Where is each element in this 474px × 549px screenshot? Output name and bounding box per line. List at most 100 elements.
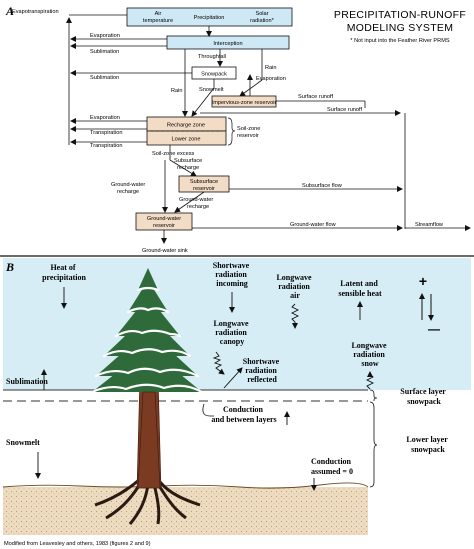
longwave-air-squiggle xyxy=(290,303,300,329)
title-line-2: MODELING SYSTEM xyxy=(347,22,454,34)
shortwave-reflected-line-1: Shortwave xyxy=(243,357,280,366)
evaporation-top-label: Evaporation xyxy=(90,33,120,39)
tree-foliage-6 xyxy=(92,348,202,392)
soil-zone-reservoir-label-2: reservoir xyxy=(237,133,259,139)
credit-line: Modified from Leavesley and others, 1983… xyxy=(4,541,151,547)
plus-sign: + xyxy=(419,273,427,289)
impervious-zone-box xyxy=(211,95,277,108)
input-solar-radiation-2: radiation* xyxy=(250,18,274,24)
subsurface-recharge-label-2: recharge xyxy=(177,165,199,171)
shortwave-reflected-line-3: reflected xyxy=(247,375,277,384)
heat-of-precipitation-line-2: precipitation xyxy=(42,273,86,282)
longwave-snow-label: Longwave radiation snow xyxy=(351,341,388,368)
layer-brace xyxy=(369,389,378,488)
input-air-temperature-1: Air xyxy=(155,11,162,17)
transpiration-2-label: Transpiration xyxy=(90,143,122,149)
impervious-zone-label: Impervious-zone reservoir xyxy=(212,100,277,106)
evaporation-soil-label: Evaporation xyxy=(90,115,120,121)
subsurface-reservoir-label-1: Subsurface xyxy=(190,179,218,185)
snowmelt-label: Snowmelt xyxy=(199,87,224,93)
evaporation-mid-label: Evaporation xyxy=(256,76,286,82)
surface-layer-line-2: snowpack xyxy=(407,397,441,406)
lower-zone-label: Lower zone xyxy=(172,137,201,143)
shortwave-incoming-line-1: Shortwave xyxy=(213,261,250,270)
title-line-1: PRECIPITATION-RUNOFF xyxy=(334,9,466,21)
longwave-air-line-1: Longwave xyxy=(276,273,312,282)
recharge-zone-label: Recharge zone xyxy=(167,123,205,129)
longwave-snow-line-2: radiation xyxy=(353,350,385,359)
shortwave-incoming-line-2: radiation xyxy=(215,270,247,279)
subsurface-reservoir-label-2: reservoir xyxy=(193,186,215,192)
snowpack-label: Snowpack xyxy=(201,72,227,78)
longwave-canopy-line-3: canopy xyxy=(220,337,244,346)
conduction-assumed-line-1: Conduction xyxy=(311,457,352,466)
lower-layer-line-1: Lower layer xyxy=(406,435,448,444)
ground-water-flow-label: Ground-water flow xyxy=(290,222,337,228)
tree xyxy=(90,268,204,525)
soil-zone-brace xyxy=(227,117,236,146)
ground-water-sink-label: Ground-water sink xyxy=(142,248,188,254)
minus-sign: — xyxy=(428,322,440,336)
gw-reservoir-label-1: Ground-water xyxy=(147,216,181,222)
conduction-bracket xyxy=(202,403,214,417)
latent-sensible-label: Latent and sensible heat xyxy=(338,279,382,298)
tree-roots xyxy=(94,478,201,525)
climate-inputs-box xyxy=(126,7,293,27)
rain-1-label: Rain xyxy=(171,88,183,94)
longwave-canopy-squiggle xyxy=(212,351,225,375)
tree-snow xyxy=(90,286,204,394)
rain-2-arrow xyxy=(239,79,263,97)
panel-a-label: A xyxy=(5,4,14,18)
conduction-between-line-1: Conduction xyxy=(223,405,264,414)
shortwave-reflected-label: Shortwave radiation reflected xyxy=(243,357,281,384)
shortwave-incoming-label: Shortwave radiation incoming xyxy=(213,261,251,288)
gw-recharge-left-label-2: recharge xyxy=(117,189,139,195)
conduction-between-line-2: and between layers xyxy=(211,415,276,424)
latent-sensible-line-2: sensible heat xyxy=(338,289,382,298)
subsurface-recharge-arrow xyxy=(169,159,197,177)
lower-layer-label: Lower layer snowpack xyxy=(406,435,449,454)
input-air-temperature-2: temperature xyxy=(143,18,173,24)
shortwave-incoming-line-3: incoming xyxy=(216,279,248,288)
longwave-air-line-3: air xyxy=(290,291,300,300)
heat-of-precipitation-label: Heat of precipitation xyxy=(42,263,86,282)
longwave-canopy-line-2: radiation xyxy=(215,328,247,337)
interception-label: Interception xyxy=(213,41,242,47)
surface-runoff-1-label: Surface runoff xyxy=(298,94,333,100)
ground-area xyxy=(3,487,368,535)
shortwave-reflected-line-2: radiation xyxy=(245,366,277,375)
interception-box xyxy=(166,35,290,50)
surface-runoff-2-label: Surface runoff xyxy=(327,107,362,113)
panel-b-label: B xyxy=(5,260,14,274)
conduction-assumed-label: Conduction assumed = 0 xyxy=(311,457,353,476)
gw-recharge-right-label-1: Ground-water xyxy=(179,197,213,203)
latent-sensible-line-1: Latent and xyxy=(340,279,378,288)
snowmelt-to-recharge xyxy=(191,87,215,117)
longwave-snow-line-3: snow xyxy=(361,359,379,368)
subsurface-recharge-label-1: Subsurface xyxy=(174,158,202,164)
transpiration-1-label: Transpiration xyxy=(90,130,122,136)
streamflow-label: Streamflow xyxy=(415,222,444,228)
system-title: PRECIPITATION-RUNOFF MODELING SYSTEM * N… xyxy=(334,9,466,44)
soil-zone-excess-label: Soil-zone excess xyxy=(152,151,194,157)
sublimation-1-label: Sublimation xyxy=(90,49,119,55)
snowmelt-b-label: Snowmelt xyxy=(6,438,40,447)
longwave-canopy-label: Longwave radiation canopy xyxy=(213,319,250,346)
input-precipitation: Precipitation xyxy=(194,15,225,21)
input-solar-radiation-1: Solar xyxy=(255,11,268,17)
subsurface-flow-label: Subsurface flow xyxy=(302,183,343,189)
sublimation-b-label: Sublimation xyxy=(6,377,48,386)
longwave-canopy-line-1: Longwave xyxy=(213,319,249,328)
longwave-air-line-2: radiation xyxy=(278,282,310,291)
sublimation-2-label: Sublimation xyxy=(90,75,119,81)
surface-layer-line-1: Surface layer xyxy=(400,387,446,396)
lower-layer-line-2: snowpack xyxy=(411,445,445,454)
tree-trunk-visible xyxy=(137,391,161,489)
shortwave-reflected-arrow xyxy=(223,367,243,389)
conduction-assumed-line-2: assumed = 0 xyxy=(311,467,353,476)
heat-of-precipitation-line-1: Heat of xyxy=(50,263,75,272)
gw-reservoir-label-2: reservoir xyxy=(153,223,175,229)
gw-recharge-right-label-2: recharge xyxy=(187,204,209,210)
gw-recharge-left-label-1: Ground-water xyxy=(111,182,145,188)
conduction-between-label: Conduction and between layers xyxy=(211,405,276,424)
